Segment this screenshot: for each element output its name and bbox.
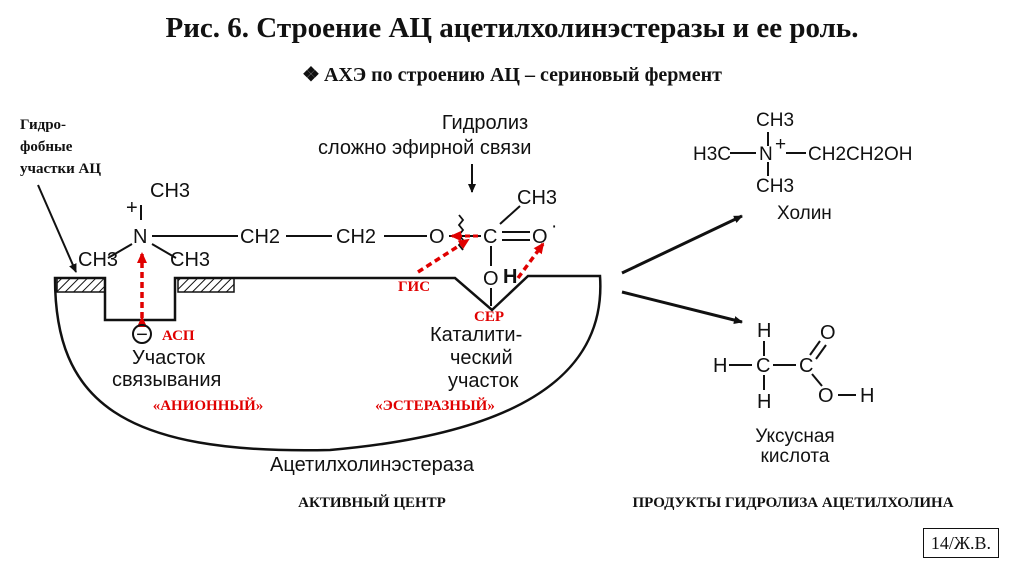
choline-ch3-bottom: CH3	[756, 176, 794, 197]
hydrophobic-patch-left	[56, 277, 106, 293]
choline-plus-sign: +	[775, 134, 786, 155]
ach-ch2-b: CH2	[336, 226, 376, 248]
subtitle-text: АХЭ по строению АЦ – сериновый фермент	[323, 64, 722, 86]
hydrolysis-line-3: эфирной связи	[392, 137, 531, 159]
acetic-name-line-1: Уксусная	[755, 426, 834, 447]
acetic-c1: C	[756, 355, 770, 377]
hydrophobic-label: Гидро- фобные участки АЦ	[20, 114, 101, 180]
acetic-h-bottom: H	[757, 391, 771, 413]
ach-o-ester: O	[429, 226, 445, 248]
ach-ch3-right: CH3	[170, 249, 210, 271]
hydrophobic-line-2: фобные	[20, 139, 73, 155]
hydrophobic-line-1: Гидро-	[20, 117, 67, 133]
acetic-double-bond-2	[815, 344, 827, 360]
choline-ch2ch2oh: CH2CH2OH	[808, 144, 913, 165]
esterase-label: «ЭСТЕРАЗНЫЙ»	[375, 397, 495, 414]
ach-o-carbonyl: O	[532, 226, 548, 248]
hydrophobic-pointer	[37, 184, 77, 273]
ach-ch3-acyl: CH3	[517, 187, 557, 209]
enzyme-name: Ацетилхолинэстераза	[270, 454, 475, 476]
ser-label: СЕР	[474, 309, 504, 325]
acetic-c2: C	[799, 355, 813, 377]
catalytic-line-3: участок	[448, 370, 519, 392]
acetic-name-line-2: кислота	[761, 446, 830, 467]
products-caption: ПРОДУКТЫ ГИДРОЛИЗА АЦЕТИЛХОЛИНА	[632, 495, 953, 511]
acetic-bond-c-o	[811, 373, 823, 387]
hydrophobic-line-3: участки АЦ	[20, 161, 102, 177]
ach-ch3-left: CH3	[78, 249, 118, 271]
active-center-caption: АКТИВНЫЙ ЦЕНТР	[298, 494, 446, 511]
acetic-h-top: H	[757, 320, 771, 342]
ser-oxygen: O	[483, 268, 499, 290]
acetic-double-bond-1	[809, 340, 821, 356]
binding-site-line-1: Участок	[132, 347, 205, 369]
catalytic-line-1: Каталити-	[430, 324, 522, 346]
diamond-bullet-icon: ❖	[302, 64, 320, 86]
acetic-o-double: O	[820, 322, 836, 344]
ach-o-charge-dot: ·	[551, 216, 557, 237]
ach-bond-n-right	[151, 243, 177, 259]
hydrolysis-line-1: Гидролиз	[442, 112, 528, 134]
slide-title: Рис. 6. Строение АЦ ацетилхолинэстеразы …	[165, 12, 859, 44]
arrow-to-acetic-acid	[621, 290, 743, 324]
ser-hydrogen: H	[503, 266, 517, 288]
asp-label: АСП	[162, 328, 195, 344]
arrow-to-choline	[621, 214, 743, 275]
choline-n: N	[759, 144, 773, 165]
anionic-label: «АНИОННЫЙ»	[153, 397, 264, 414]
anion-sign: −	[136, 324, 148, 346]
choline-name: Холин	[777, 203, 832, 224]
ach-n-plus: N	[133, 226, 147, 248]
his-label: ГИС	[398, 279, 430, 295]
acetic-o-h: O	[818, 385, 834, 407]
ach-bond-n-left	[107, 243, 133, 259]
slide-subtitle: ❖АХЭ по строению АЦ – сериновый фермент	[0, 62, 1024, 87]
binding-site-line-2: связывания	[112, 369, 221, 391]
enzyme-outline	[53, 274, 602, 452]
hydrophobic-patch-right	[177, 277, 235, 293]
anion-circle	[132, 324, 152, 344]
ach-bond-c-ch3	[499, 205, 521, 225]
page-number: 14/Ж.В.	[923, 528, 999, 558]
ach-ch3-top: CH3	[150, 180, 190, 202]
choline-h3c: H3C	[693, 144, 731, 165]
acetic-h-left: H	[713, 355, 727, 377]
catalytic-line-2: ческий	[450, 347, 513, 369]
ach-c-carbonyl: C	[483, 226, 497, 248]
ach-plus-sign: +	[126, 197, 138, 219]
hydrolysis-line-2: сложно	[318, 137, 386, 159]
ach-ch2-a: CH2	[240, 226, 280, 248]
ser-interaction-arrow	[516, 242, 545, 280]
choline-ch3-top: CH3	[756, 110, 794, 131]
acetic-h-right: H	[860, 385, 874, 407]
